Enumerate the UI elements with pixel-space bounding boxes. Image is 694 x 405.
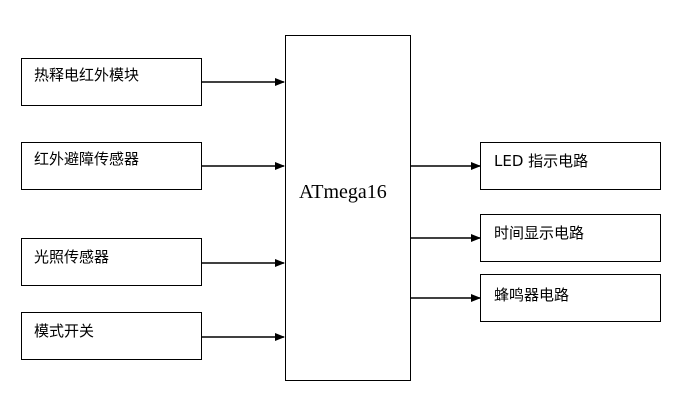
mcu-label: ATmega16 [299, 181, 387, 203]
mcu-block [285, 35, 411, 381]
input-label-light: 光照传感器 [34, 248, 110, 266]
output-label-time-display: 时间显示电路 [494, 224, 585, 242]
input-block-light [21, 238, 202, 286]
input-block-pir [21, 58, 202, 106]
input-block-mode-switch [21, 312, 202, 360]
output-block-buzzer [480, 274, 661, 322]
input-label-mode-switch: 模式开关 [34, 322, 95, 340]
input-label-ir-obstacle: 红外避障传感器 [34, 150, 140, 168]
output-block-time-display [480, 214, 661, 262]
input-label-pir: 热释电红外模块 [34, 66, 140, 84]
output-label-buzzer: 蜂鸣器电路 [494, 286, 570, 304]
input-block-ir-obstacle [21, 142, 202, 190]
output-label-led: LED 指示电路 [494, 152, 589, 170]
output-block-led [480, 142, 661, 190]
